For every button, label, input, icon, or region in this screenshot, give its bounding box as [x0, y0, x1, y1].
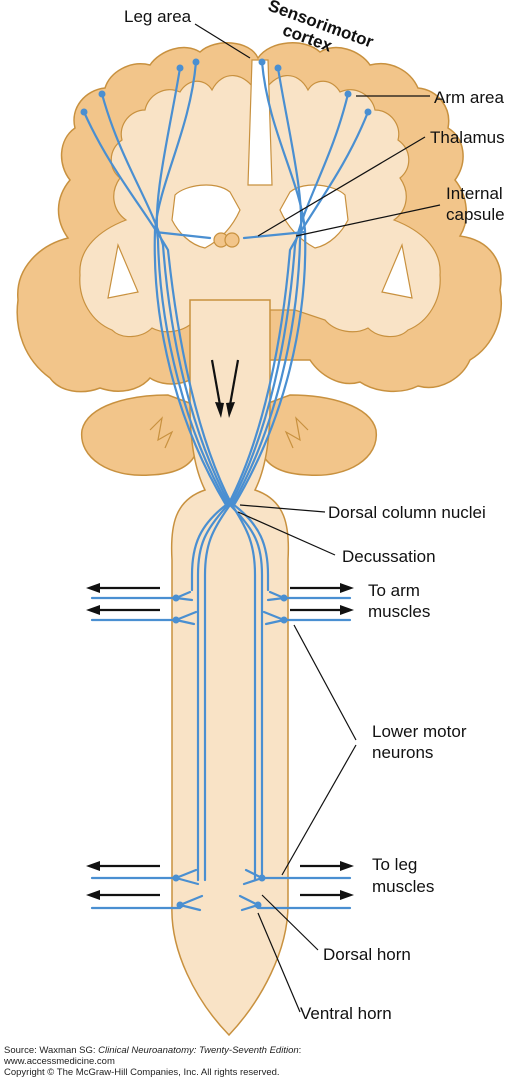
arm-arrow-right-1: [290, 583, 354, 593]
arm-arrow-left-2: [86, 605, 160, 615]
label-arm-area: Arm area: [434, 88, 504, 107]
arm-arrow-right-2: [290, 605, 354, 615]
leader-lines: [194, 23, 441, 1013]
direction-arrows: [86, 359, 354, 900]
leg-arrow-right-2: [300, 890, 354, 900]
neural-tissue: [16, 42, 502, 1037]
leg-arrow-right-1: [300, 861, 354, 871]
descending-arrow-left: [210, 359, 224, 418]
label-arm-muscles: muscles: [368, 602, 430, 621]
leg-arrow-left-1: [86, 861, 160, 871]
source-url: www.accessmedicine.com: [4, 1056, 115, 1067]
lower-motor-neuron-axons: [90, 590, 352, 912]
label-neurons: neurons: [372, 743, 433, 762]
label-dorsal-horn: Dorsal horn: [323, 945, 411, 964]
label-decussation: Decussation: [342, 547, 436, 566]
label-ventral-horn: Ventral horn: [300, 1004, 392, 1023]
longitudinal-fissure: [247, 59, 273, 186]
source-title: Clinical Neuroanatomy: Twenty-Seventh Ed…: [98, 1045, 299, 1056]
source-citation: Source: Waxman SG: Clinical Neuroanatomy…: [4, 1045, 301, 1056]
brainstem-spinal-cord: [170, 299, 290, 1037]
descending-arrow-right: [226, 359, 240, 418]
label-leg-muscles: muscles: [372, 877, 434, 896]
corticospinal-tracts: [82, 60, 370, 882]
leg-arrow-left-2: [86, 890, 160, 900]
arm-arrow-left-1: [86, 583, 160, 593]
label-thalamus: Thalamus: [430, 128, 505, 147]
cerebellum-left: [81, 394, 196, 477]
source-suffix: :: [298, 1045, 302, 1056]
label-to-arm: To arm: [368, 581, 420, 600]
label-to-leg: To leg: [372, 855, 417, 874]
label-capsule: capsule: [446, 205, 505, 224]
label-dorsal-column-nuclei: Dorsal column nuclei: [328, 503, 486, 522]
cerebellum-folia: [149, 416, 309, 449]
source-prefix: Source: Waxman SG:: [4, 1045, 99, 1056]
label-leg-area: Leg area: [124, 7, 192, 26]
thalamus: [213, 232, 240, 248]
copyright-notice: Copyright © The McGraw-Hill Companies, I…: [4, 1067, 280, 1078]
label-lower-motor: Lower motor: [372, 722, 467, 741]
cerebellum-right: [262, 394, 377, 477]
lateral-fissures: [107, 242, 413, 299]
label-internal: Internal: [446, 184, 503, 203]
